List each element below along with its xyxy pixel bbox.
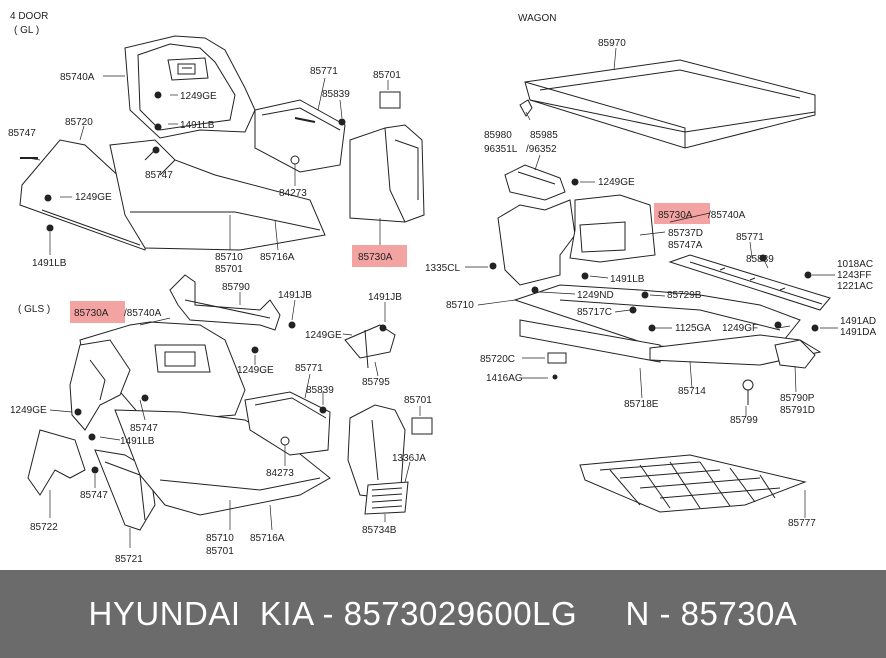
part-label: 85740A [60,72,95,83]
part-label: 85710 [206,533,234,544]
part-label: 85980 [484,130,512,141]
part-label: 1221AC [837,281,873,292]
part-label: 85839 [306,385,334,396]
part-label: 85716A [250,533,285,544]
part-label: 85722 [30,522,58,533]
part-label: 85791D [780,405,815,416]
part-label: 1491JB [278,290,312,301]
part-label: 1491LB [610,274,645,285]
part-label: 85710 [215,252,243,263]
part-label-highlighted: 85730A [74,308,109,319]
part-label: 1125GA [675,323,711,334]
part-label: 85701 [404,395,432,406]
part-label: 85701 [206,546,234,557]
parts-diagram: 4 DOOR ( GL ) ( GLS ) WAGON 85740A 1249G… [8,11,876,565]
section-subtitle-gl: ( GL ) [14,25,39,36]
part-label: /85740A [708,210,746,221]
part-label-highlighted: 85730A [658,210,693,221]
part-label: 1249GF [722,323,758,334]
part-label: 85839 [746,254,774,265]
part-label: 85771 [736,232,764,243]
gl-labels: 85740A 1249GE 1491LB 85747 85720 85747 1… [8,66,401,275]
part-label: 1491LB [32,258,67,269]
part-label: 85790P [780,393,815,404]
part-label: 1491LB [120,436,155,447]
gl-drawing [19,35,425,251]
part-label: 1243FF [837,270,871,281]
part-label: /85740A [124,308,162,319]
highlight-wagon-85730a [654,203,710,224]
part-label: 1249GE [305,330,342,341]
part-label: 85716A [260,252,295,263]
part-label: 85771 [295,363,323,374]
part-label: 1249GE [237,365,274,376]
part-label: 85701 [215,264,243,275]
part-label: 1335CL [425,263,460,274]
part-label: 1249ND [577,290,614,301]
part-label: 1249GE [10,405,47,416]
part-label: 85718E [624,399,659,410]
part-label: 96351L [484,144,518,155]
part-label: 85721 [115,554,143,565]
part-label: 1336JA [392,453,426,464]
part-label: 1491DA [840,327,876,338]
part-number-text: HYUNDAI KIA - 8573029600LG N - 85730A [88,595,798,632]
part-label: 85717C [577,307,612,318]
part-label: 1249GE [598,177,635,188]
wagon-labels: 85970 85980 85985 96351L /96352 1249GE 8… [425,38,876,529]
section-subtitle-gls: ( GLS ) [18,304,50,315]
part-label: 85970 [598,38,626,49]
part-number-banner: HYUNDAI KIA - 8573029600LG N - 85730A [0,570,886,658]
part-label: 85771 [310,66,338,77]
part-label: 85985 [530,130,558,141]
part-label: /96352 [526,144,557,155]
part-label: 85710 [446,300,474,311]
gls-labels: 85790 1491JB 1491JB 1249GE 85730A /85740… [10,282,432,565]
part-label: 1491LB [180,120,215,131]
part-label: 85795 [362,377,390,388]
part-label: 85747 [80,490,108,501]
part-label: 85790 [222,282,250,293]
part-label: 85839 [322,89,350,100]
wagon-drawing [489,59,831,513]
part-label: 85734B [362,525,397,536]
highlight-gl-85730a [352,245,407,267]
part-label: 85714 [678,386,706,397]
part-label: 85720C [480,354,515,365]
part-label: 1018AC [837,259,873,270]
section-title-4-door: 4 DOOR [10,11,48,22]
part-label: 1416AG [486,373,523,384]
part-label: 85747A [668,240,703,251]
part-label: 85701 [373,70,401,81]
part-label: 85777 [788,518,816,529]
part-label: 1249GE [75,192,112,203]
part-label: 85799 [730,415,758,426]
section-title-wagon: WAGON [518,13,557,24]
highlight-gls-85730a [70,301,125,323]
part-label: 1491JB [368,292,402,303]
gls-drawing [27,274,433,531]
part-label: 85747 [145,170,173,181]
part-label: 1491AD [840,316,876,327]
part-label: 84273 [266,468,294,479]
part-label: 1249GE [180,91,217,102]
part-label: 84273 [279,188,307,199]
part-label: 85747 [8,128,36,139]
part-label: 85729B [667,290,702,301]
part-label: 85737D [668,228,703,239]
part-label: 85720 [65,117,93,128]
part-label: 85747 [130,423,158,434]
part-label-highlighted: 85730A [358,252,393,263]
